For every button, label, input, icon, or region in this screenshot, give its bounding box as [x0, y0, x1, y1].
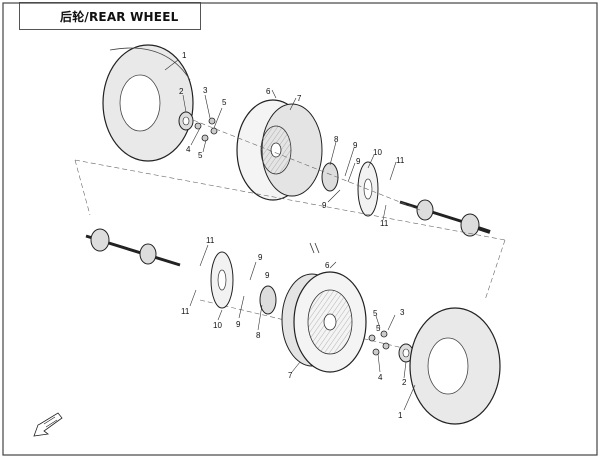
- callout-3-bottom: 3: [400, 308, 405, 317]
- callout-1-bottom: 1: [398, 411, 403, 420]
- callout-11a-bottom: 11: [206, 236, 215, 245]
- bottom-hub-cap: [398, 343, 414, 363]
- top-hub-flange: [321, 162, 339, 192]
- callout-11b-bottom: 11: [181, 307, 190, 316]
- callout-9b-bottom: 9: [265, 271, 270, 280]
- top-leaders: [164, 59, 397, 221]
- callout-2-bottom: 2: [402, 378, 407, 387]
- callout-2-top: 2: [179, 87, 184, 96]
- title-box: 后轮/REAR WHEEL: [19, 2, 201, 30]
- callout-5b-bottom: 5: [376, 324, 381, 333]
- callout-8-bottom: 8: [256, 331, 261, 340]
- callout-10-top: 10: [373, 148, 382, 157]
- callouts-top: 1 2 3 4 5 5 6 7 8 9 9 9 10 11 11: [179, 51, 405, 228]
- callout-5a-bottom: 5: [373, 309, 378, 318]
- callout-9a-top: 9: [353, 141, 358, 150]
- callout-3-top: 3: [203, 86, 208, 95]
- callout-11b-top: 11: [380, 219, 389, 228]
- callout-5b-top: 5: [198, 151, 203, 160]
- top-brake-disc: [357, 161, 379, 217]
- callout-9c-bottom: 9: [236, 320, 241, 329]
- callout-5a-top: 5: [222, 98, 227, 107]
- top-nuts: [194, 117, 218, 142]
- break-mark: [309, 242, 320, 254]
- bottom-brake-disc: [210, 251, 234, 309]
- bottom-leaders: [189, 244, 416, 411]
- callout-7-bottom: 7: [288, 371, 293, 380]
- callout-1-top: 1: [182, 51, 187, 60]
- callout-7-top: 7: [297, 94, 302, 103]
- callout-6-bottom: 6: [325, 261, 330, 270]
- callout-9b-top: 9: [356, 157, 361, 166]
- callout-9a-bottom: 9: [258, 253, 263, 262]
- bottom-tire: [409, 307, 501, 425]
- callout-4-top: 4: [186, 145, 191, 154]
- bottom-nuts: [368, 330, 390, 356]
- top-tire: [102, 44, 194, 162]
- callout-9c-top: 9: [322, 201, 327, 210]
- page-title: 后轮/REAR WHEEL: [60, 9, 179, 24]
- bottom-hub-flange: [259, 285, 277, 315]
- direction-arrow-icon: [33, 412, 63, 437]
- top-axle-shaft: [399, 199, 491, 237]
- top-hub-cap: [178, 111, 194, 131]
- callout-6-top: 6: [266, 87, 271, 96]
- callout-8-top: 8: [334, 135, 339, 144]
- callout-4-bottom: 4: [378, 373, 383, 382]
- callouts-bottom: 11 11 9 9 9 10 8 6 7 5 5 3 4 2 1: [181, 236, 407, 420]
- bottom-rim: [281, 271, 367, 373]
- bottom-axle-shaft: [85, 228, 181, 267]
- callout-10-bottom: 10: [213, 321, 222, 330]
- callout-11a-top: 11: [396, 156, 405, 165]
- top-rim: [236, 99, 323, 201]
